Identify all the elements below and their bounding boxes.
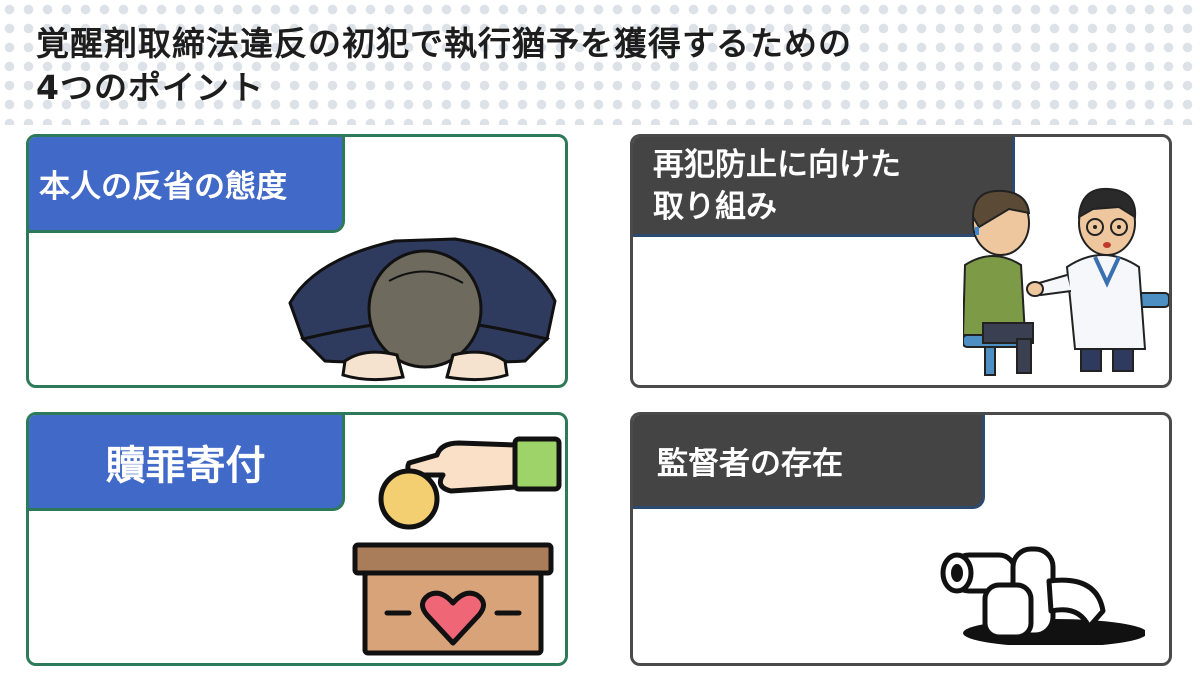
card-recidivism-prevention-label: 再犯防止に向けた 取り組み [633,137,1015,237]
card-supervisor-label-text: 監督者の存在 [657,446,843,482]
doctor-patient-icon [963,187,1169,376]
card-supervisor-label: 監督者の存在 [633,415,985,509]
binoculars-icon [940,546,1145,645]
card-remorse-label: 本人の反省の態度 [29,137,345,233]
card-recidivism-prevention: 再犯防止に向けた 取り組み [630,134,1172,388]
card-donation-label-text: 贖罪寄付 [105,442,266,489]
title-line-1: 覚醒剤取締法違反の初犯で執行猶予を獲得するための [36,24,852,63]
title-line-2: 4つのポイント [36,68,264,107]
card-supervisor: 監督者の存在 [630,412,1172,666]
bowing-person-icon [288,237,557,382]
donation-box-icon [352,436,562,656]
card-remorse-label-text: 本人の反省の態度 [39,169,287,205]
dot-pattern-background [0,0,1200,125]
card-donation-label: 贖罪寄付 [29,415,345,511]
page-title: 覚醒剤取締法違反の初犯で執行猶予を獲得するための 4つのポイント [36,22,1166,110]
card-remorse: 本人の反省の態度 [26,134,568,388]
card-donation: 贖罪寄付 [26,412,568,666]
card-recidivism-prevention-label-text: 再犯防止に向けた 取り組み [653,146,901,225]
